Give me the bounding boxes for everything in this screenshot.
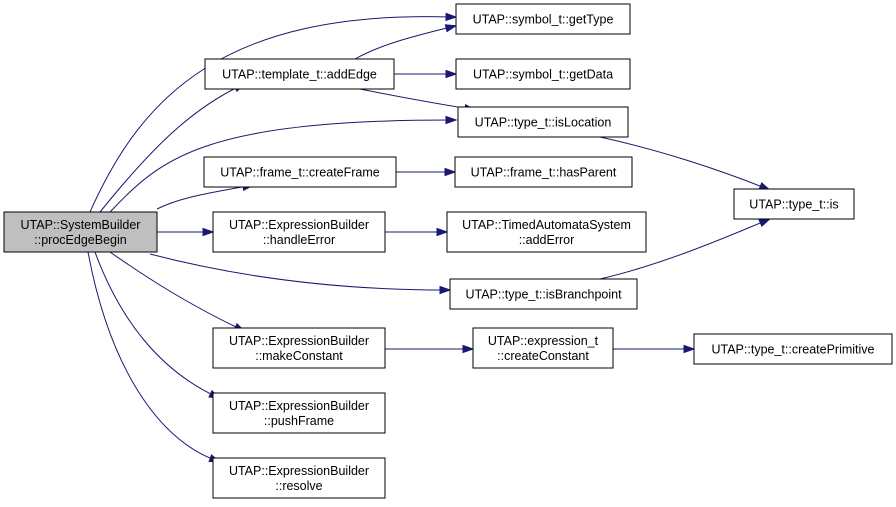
edge-root-to-handleError (157, 227, 215, 237)
edge-line (359, 88, 471, 110)
node-box (446, 211, 647, 253)
node-label: ::addError (519, 233, 575, 247)
node-label: UTAP::ExpressionBuilder (229, 399, 369, 413)
node-label: ::procEdgeBegin (34, 233, 126, 247)
node-addEdge[interactable]: UTAP::template_t::addEdge (204, 58, 395, 90)
edge-arrowhead (758, 218, 771, 228)
node-label: UTAP::frame_t::hasParent (471, 166, 617, 180)
edge-arrowhead (445, 69, 458, 79)
node-label: UTAP::ExpressionBuilder (229, 334, 369, 348)
node-label: UTAP::type_t::is (749, 198, 838, 212)
edge-root-to-isLocation (109, 115, 458, 213)
edge-root-to-makeConstant (109, 251, 246, 332)
node-getData[interactable]: UTAP::symbol_t::getData (455, 58, 631, 90)
node-box (455, 3, 631, 35)
call-edges (87, 12, 771, 463)
node-box (455, 58, 631, 90)
node-label: UTAP::SystemBuilder (21, 218, 141, 232)
edge-line (109, 119, 452, 213)
node-box (693, 333, 893, 365)
edge-root-to-getType (89, 12, 458, 213)
node-label: UTAP::expression_t (488, 334, 599, 348)
edge-arrowhead (445, 12, 458, 22)
edge-addEdge-to-getType (354, 24, 458, 60)
node-createPrimitive[interactable]: UTAP::type_t::createPrimitive (693, 333, 893, 365)
node-label: UTAP::type_t::isLocation (475, 116, 612, 130)
edge-root-to-pushFrame (94, 251, 221, 399)
edge-line (87, 251, 216, 461)
node-label: ::pushFrame (264, 414, 334, 428)
node-box (454, 156, 633, 188)
node-box (449, 278, 638, 310)
edge-line (89, 16, 452, 213)
edge-line (149, 253, 446, 291)
node-box (204, 58, 395, 90)
node-isLocation[interactable]: UTAP::type_t::isLocation (457, 106, 629, 138)
node-box (212, 457, 386, 499)
node-label: UTAP::symbol_t::getData (473, 68, 613, 82)
edge-createConstant-to-createPrimitive (613, 344, 696, 354)
call-nodes: UTAP::SystemBuilder::procEdgeBeginUTAP::… (3, 3, 893, 499)
edge-line (99, 85, 241, 213)
node-box (457, 106, 629, 138)
node-box (733, 188, 855, 220)
node-getType[interactable]: UTAP::symbol_t::getType (455, 3, 631, 35)
edge-root-to-addEdge (99, 83, 246, 213)
edge-arrowhead (202, 227, 215, 237)
node-label: UTAP::frame_t::createFrame (220, 166, 380, 180)
edge-line (599, 220, 766, 280)
node-handleError[interactable]: UTAP::ExpressionBuilder::handleError (212, 211, 386, 253)
edge-root-to-isBranchpoint (149, 253, 452, 295)
edge-line (156, 185, 249, 210)
edge-makeConstant-to-createConstant (385, 344, 475, 354)
edge-createFrame-to-hasParent (396, 167, 457, 177)
edge-line (599, 136, 766, 189)
edge-line (94, 251, 216, 397)
node-label: UTAP::ExpressionBuilder (229, 218, 369, 232)
node-hasParent[interactable]: UTAP::frame_t::hasParent (454, 156, 633, 188)
node-label: UTAP::symbol_t::getType (473, 13, 614, 27)
edge-addEdge-to-getData (394, 69, 458, 79)
edge-line (109, 251, 241, 330)
node-box (472, 327, 614, 369)
edge-arrowhead (444, 24, 458, 33)
edge-handleError-to-addError (385, 227, 449, 237)
node-label: ::createConstant (497, 349, 589, 363)
node-isBranchpoint[interactable]: UTAP::type_t::isBranchpoint (449, 278, 638, 310)
node-box (203, 156, 397, 188)
node-label: UTAP::type_t::isBranchpoint (465, 288, 622, 302)
node-label: ::makeConstant (255, 349, 343, 363)
node-root[interactable]: UTAP::SystemBuilder::procEdgeBegin (3, 211, 158, 253)
node-label: UTAP::template_t::addEdge (222, 68, 377, 82)
node-pushFrame[interactable]: UTAP::ExpressionBuilder::pushFrame (212, 392, 386, 434)
node-label: ::handleError (263, 233, 335, 247)
node-is[interactable]: UTAP::type_t::is (733, 188, 855, 220)
node-label: UTAP::ExpressionBuilder (229, 464, 369, 478)
node-box (212, 211, 386, 253)
node-resolve[interactable]: UTAP::ExpressionBuilder::resolve (212, 457, 386, 499)
node-box (212, 392, 386, 434)
edge-line (354, 26, 452, 60)
node-makeConstant[interactable]: UTAP::ExpressionBuilder::makeConstant (212, 327, 386, 369)
node-label: UTAP::TimedAutomataSystem (462, 218, 631, 232)
node-box (212, 327, 386, 369)
edge-arrowhead (462, 344, 475, 354)
node-box (3, 211, 158, 253)
edge-arrowhead (439, 285, 452, 295)
edge-arrowhead (436, 227, 449, 237)
edge-arrowhead (444, 167, 457, 177)
node-createConstant[interactable]: UTAP::expression_t::createConstant (472, 327, 614, 369)
node-label: UTAP::type_t::createPrimitive (711, 343, 874, 357)
edge-arrowhead (445, 115, 458, 125)
node-addError[interactable]: UTAP::TimedAutomataSystem::addError (446, 211, 647, 253)
node-label: ::resolve (275, 479, 322, 493)
edge-arrowhead (683, 344, 696, 354)
node-createFrame[interactable]: UTAP::frame_t::createFrame (203, 156, 397, 188)
